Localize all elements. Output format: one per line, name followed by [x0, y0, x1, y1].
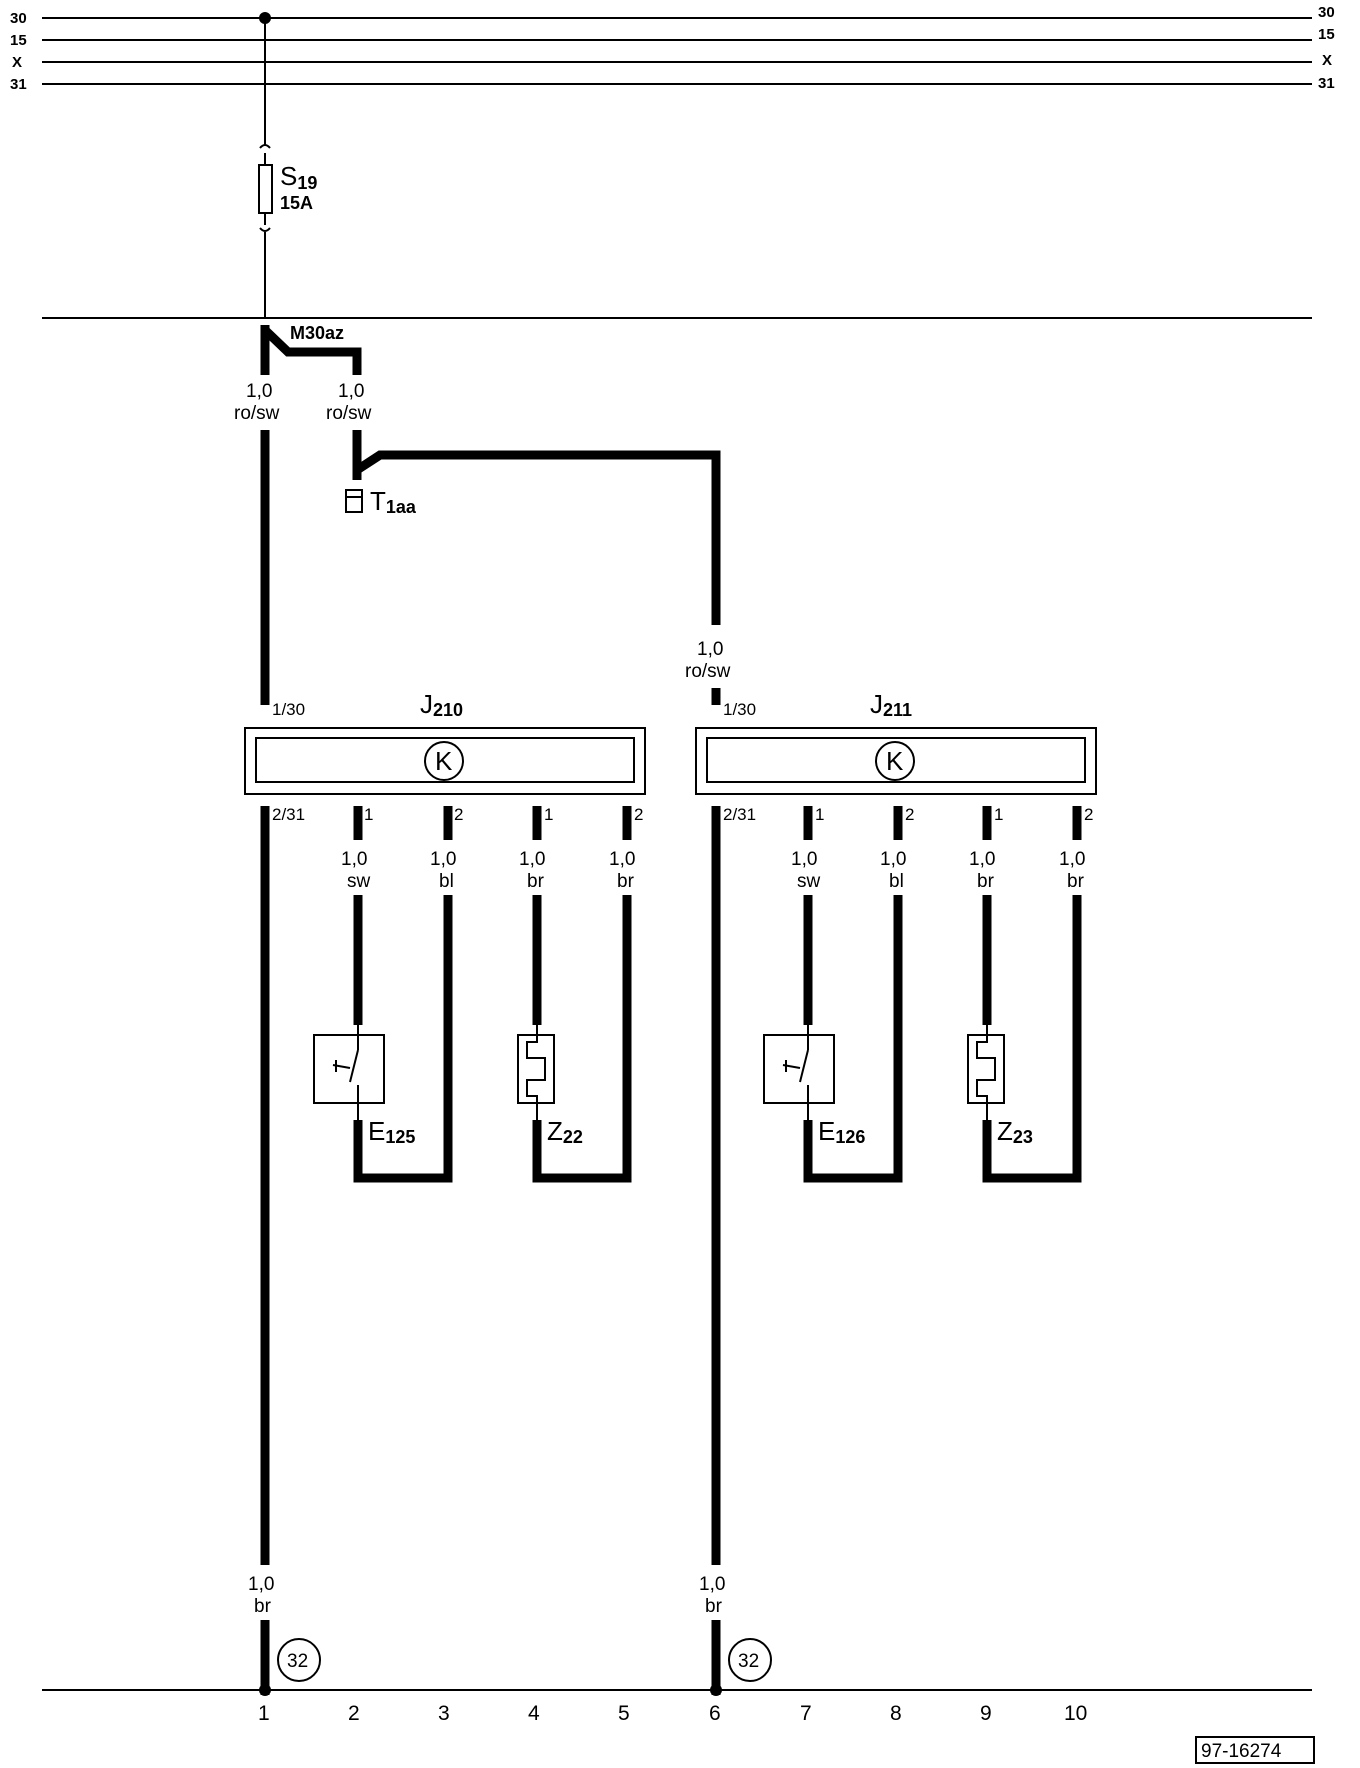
pin-label: 1 — [815, 805, 824, 824]
fuse-label: S19 — [280, 161, 317, 193]
column-number: 9 — [980, 1702, 992, 1725]
wire-size-label: 1,0 — [246, 381, 272, 402]
j211-outputs: 1,0 sw 1,0 bl 1,0 br 1,0 br E126 Z23 — [763, 806, 1085, 1183]
wire-color-label: bl — [439, 871, 454, 892]
wire-size-label: 1,0 — [338, 381, 364, 402]
pin-label: 1 — [544, 805, 553, 824]
pin-label: 1/30 — [723, 700, 756, 719]
wire-color-label: sw — [797, 871, 821, 892]
column-number: 3 — [438, 1702, 450, 1725]
module-j210: 1/30 J210 K 2/31 1 2 1 2 — [244, 689, 646, 824]
wire-color-label: ro/sw — [326, 403, 372, 424]
wire-size-label: 1,0 — [248, 1574, 274, 1595]
ground-wires: 1,0 br 1,0 br 32 32 — [42, 806, 1312, 1696]
heater-z23 — [967, 1034, 1005, 1104]
pin-label: 2 — [454, 805, 463, 824]
wire-size-label: 1,0 — [880, 849, 906, 870]
ground-point-label: 32 — [287, 1651, 308, 1672]
connector-t1aa-label: T1aa — [370, 486, 417, 517]
module-label: J210 — [420, 689, 463, 720]
splice-m30az: M30az 1,0 ro/sw 1,0 ro/sw T1aa 1,0 ro/sw — [234, 323, 731, 705]
wire-size-label: 1,0 — [697, 639, 723, 660]
wire-color-label: br — [1067, 871, 1085, 892]
pin-label: 2 — [634, 805, 643, 824]
fuse-s19: S19 15A — [258, 18, 317, 318]
pin-label: 2/31 — [723, 805, 756, 824]
rail-label-x-right: X — [1322, 52, 1332, 69]
wire-size-label: 1,0 — [519, 849, 545, 870]
wire-size-label: 1,0 — [791, 849, 817, 870]
wire-color-label: bl — [889, 871, 904, 892]
wire-size-label: 1,0 — [1059, 849, 1085, 870]
wire-size-label: 1,0 — [609, 849, 635, 870]
ground-point-label: 32 — [738, 1651, 759, 1672]
column-number: 2 — [348, 1702, 360, 1725]
wire-size-label: 1,0 — [341, 849, 367, 870]
wire-color-label: br — [617, 871, 635, 892]
wire-color-label: sw — [347, 871, 371, 892]
component-label: Z23 — [997, 1116, 1033, 1147]
module-j211: 1/30 J211 K 2/31 1 2 1 2 — [695, 689, 1097, 824]
column-number: 10 — [1064, 1702, 1087, 1725]
column-numbers: 1 2 3 4 5 6 7 8 9 10 — [258, 1702, 1087, 1725]
ground-point — [728, 1638, 772, 1682]
wire-color-label: ro/sw — [685, 661, 731, 682]
component-label: E125 — [368, 1116, 415, 1147]
component-label: E126 — [818, 1116, 865, 1147]
rail-label-x-left: X — [12, 54, 22, 71]
pin-label: 1/30 — [272, 700, 305, 719]
column-number: 1 — [258, 1702, 270, 1725]
rail-label-30-right: 30 — [1318, 4, 1335, 21]
relay-symbol-label: K — [886, 746, 904, 776]
column-number: 8 — [890, 1702, 902, 1725]
module-label: J211 — [870, 689, 912, 720]
fuse-rating: 15A — [280, 193, 313, 213]
wire-color-label: ro/sw — [234, 403, 280, 424]
rail-label-31-right: 31 — [1318, 75, 1335, 92]
column-number: 4 — [528, 1702, 540, 1725]
column-number: 7 — [800, 1702, 812, 1725]
wire-color-label: br — [254, 1596, 272, 1617]
column-number: 6 — [709, 1702, 721, 1725]
ground-point — [277, 1638, 321, 1682]
wire-color-label: br — [977, 871, 995, 892]
pin-label: 2 — [905, 805, 914, 824]
pin-label: 2/31 — [272, 805, 305, 824]
relay-symbol — [424, 741, 464, 781]
column-number: 5 — [618, 1702, 630, 1725]
wire-size-label: 1,0 — [699, 1574, 725, 1595]
connector-t1aa — [345, 489, 363, 513]
reference-box: 97-16274 — [1195, 1736, 1315, 1764]
wire-color-label: br — [527, 871, 545, 892]
rail-label-15-right: 15 — [1318, 26, 1335, 43]
pin-label: 2 — [1084, 805, 1093, 824]
relay-symbol-label: K — [435, 746, 453, 776]
rail-label-15-left: 15 — [10, 32, 27, 49]
pin-label: 1 — [364, 805, 373, 824]
wire-color-label: br — [705, 1596, 723, 1617]
power-rails: 30 15 X 31 30 15 X 31 — [10, 4, 1335, 93]
junction-dot — [259, 1684, 271, 1696]
wire-size-label: 1,0 — [430, 849, 456, 870]
reference-label: 97-16274 — [1201, 1741, 1282, 1762]
switch-e125 — [313, 1034, 385, 1104]
junction-dot — [710, 1684, 722, 1696]
splice-label: M30az — [290, 323, 344, 343]
pin-label: 1 — [994, 805, 1003, 824]
relay-symbol — [875, 741, 915, 781]
rail-label-30-left: 30 — [10, 10, 27, 27]
wire-size-label: 1,0 — [969, 849, 995, 870]
j210-outputs: 1,0 sw 1,0 bl 1,0 br 1,0 br E125 Z22 — [313, 806, 635, 1183]
rail-label-31-left: 31 — [10, 76, 27, 93]
switch-e126 — [763, 1034, 835, 1104]
heater-z22 — [517, 1034, 555, 1104]
component-label: Z22 — [547, 1116, 583, 1147]
